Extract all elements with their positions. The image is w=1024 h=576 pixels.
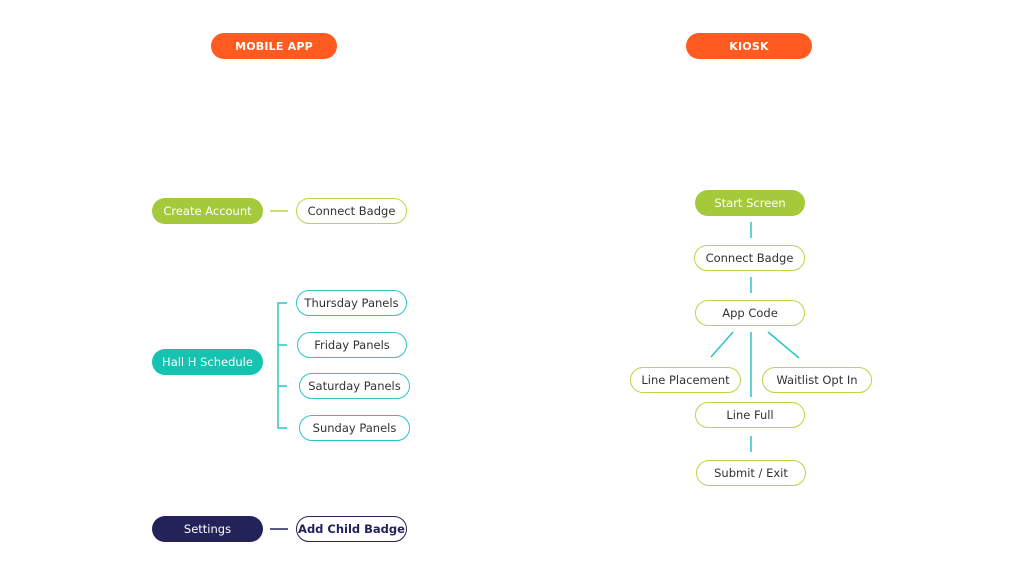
line-full-node: Line Full	[695, 402, 805, 428]
connector-code-to-waitlist	[767, 331, 800, 359]
line-placement-node: Line Placement	[630, 367, 741, 393]
create-account-node: Create Account	[152, 198, 263, 224]
submit-exit-node: Submit / Exit	[696, 460, 806, 486]
sunday-panels-node: Sunday Panels	[299, 415, 410, 441]
schedule-bracket	[277, 302, 287, 429]
add-child-badge-node: Add Child Badge	[296, 516, 407, 542]
kiosk-header: KIOSK	[686, 33, 812, 59]
app-code-node: App Code	[695, 300, 805, 326]
mobile-app-header: MOBILE APP	[211, 33, 337, 59]
hall-h-schedule-node: Hall H Schedule	[152, 349, 263, 375]
thursday-panels-node: Thursday Panels	[296, 290, 407, 316]
kiosk-connect-badge-node: Connect Badge	[694, 245, 805, 271]
friday-panels-node: Friday Panels	[297, 332, 407, 358]
saturday-panels-node: Saturday Panels	[299, 373, 410, 399]
waitlist-opt-in-node: Waitlist Opt In	[762, 367, 872, 393]
start-screen-node: Start Screen	[695, 190, 805, 216]
connect-badge-node: Connect Badge	[296, 198, 407, 224]
settings-node: Settings	[152, 516, 263, 542]
connector-code-to-placement	[710, 331, 734, 358]
